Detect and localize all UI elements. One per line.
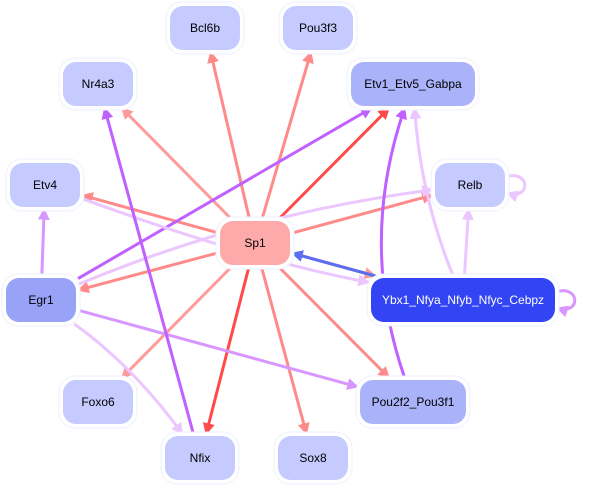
node-label: Sp1 <box>244 236 266 250</box>
edge-egr1-to-etv1_etv5_gabpa <box>77 106 373 280</box>
node-box <box>351 62 475 106</box>
edge-sp1-to-etv4 <box>80 192 219 235</box>
edge-egr1-to-etv4 <box>37 207 50 277</box>
edge-sp1-to-nr4a3 <box>120 106 233 221</box>
edge-sp1-to-etv1_etv5_gabpa <box>277 106 391 221</box>
node-sp1[interactable]: Sp1 <box>215 216 295 270</box>
edge-sp1-to-pou2f2_pou3f1 <box>277 265 391 380</box>
node-label: Pou3f3 <box>299 21 337 35</box>
node-etv4[interactable]: Etv4 <box>5 158 85 212</box>
node-box <box>283 6 353 50</box>
node-box <box>435 163 505 207</box>
node-box <box>278 436 348 480</box>
edge-sp1-to-relb <box>291 192 435 235</box>
node-nr4a3[interactable]: Nr4a3 <box>58 57 138 111</box>
node-pou3f3[interactable]: Pou3f3 <box>278 1 358 55</box>
node-box <box>360 380 466 424</box>
node-box <box>10 163 80 207</box>
edge-ybx1-to-sp1 <box>290 250 376 278</box>
edge-sp1-to-sox8 <box>260 266 310 436</box>
node-label: Relb <box>458 178 483 192</box>
node-foxo6[interactable]: Foxo6 <box>58 375 138 429</box>
edge-ybx1-to-ybx1 <box>554 289 577 318</box>
node-box <box>63 62 133 106</box>
node-box <box>63 380 133 424</box>
edges-layer <box>37 50 577 436</box>
edge-ybx1-to-relb <box>461 207 474 277</box>
node-label: Sox8 <box>299 451 327 465</box>
node-label: Nfix <box>190 451 211 465</box>
edge-sp1-to-foxo6 <box>120 265 233 380</box>
edge-sp1-to-bcl6b <box>207 50 251 220</box>
edge-egr1-to-nfix <box>73 322 184 435</box>
node-nfix[interactable]: Nfix <box>160 431 240 485</box>
node-box <box>165 436 235 480</box>
node-relb[interactable]: Relb <box>430 158 510 212</box>
node-label: Etv4 <box>33 178 57 192</box>
node-etv1-etv5-gabpa[interactable]: Etv1_Etv5_Gabpa <box>346 57 480 111</box>
node-ybx1[interactable]: Ybx1_Nfya_Nfyb_Nfyc_Cebpz <box>366 273 560 327</box>
node-box <box>220 221 290 265</box>
edge-nfix-to-nr4a3 <box>101 106 195 435</box>
node-label: Pou2f2_Pou3f1 <box>372 395 455 409</box>
edge-relb-to-relb <box>504 174 527 203</box>
node-egr1[interactable]: Egr1 <box>1 273 81 327</box>
node-label: Foxo6 <box>81 395 115 409</box>
node-label: Bcl6b <box>190 21 220 35</box>
edge-sp1-to-pou3f3 <box>260 50 314 220</box>
edge-pou2f2_pou3f1-to-etv1_etv5_gabpa <box>379 106 407 379</box>
node-pou2f2-pou3f1[interactable]: Pou2f2_Pou3f1 <box>355 375 471 429</box>
node-box <box>371 278 555 322</box>
node-sox8[interactable]: Sox8 <box>273 431 353 485</box>
node-label: Nr4a3 <box>82 77 115 91</box>
node-box <box>170 6 240 50</box>
node-label: Ybx1_Nfya_Nfyb_Nfyc_Cebpz <box>382 293 544 307</box>
node-label: Etv1_Etv5_Gabpa <box>364 77 462 91</box>
node-box <box>6 278 76 322</box>
edge-egr1-to-pou2f2_pou3f1 <box>77 308 360 390</box>
node-label: Egr1 <box>28 293 54 307</box>
node-bcl6b[interactable]: Bcl6b <box>165 1 245 55</box>
